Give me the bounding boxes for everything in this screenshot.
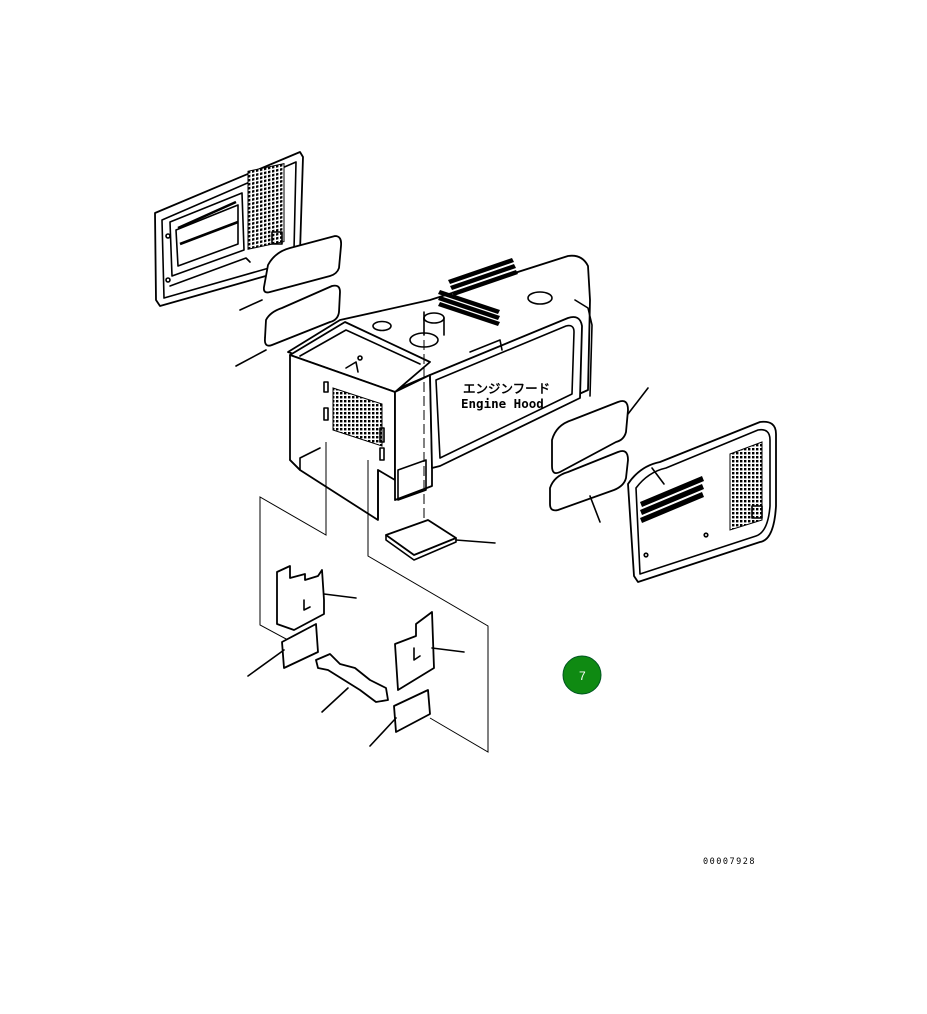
top-louver-front	[438, 290, 500, 326]
insulation-small-left	[247, 623, 319, 677]
right-side-door	[627, 420, 777, 583]
right-door-pad-upper	[551, 387, 649, 475]
top-louver-rear	[448, 258, 518, 296]
left-side-door	[154, 151, 304, 307]
insulation-pad-right	[394, 611, 465, 691]
part-name-japanese: エンジンフード	[463, 381, 550, 396]
floor-plate	[385, 519, 496, 561]
insulation-strip	[315, 653, 389, 713]
drawing-code: 00007928	[703, 857, 756, 867]
right-door-pad-lower	[549, 450, 629, 523]
lower-left-leader-lines	[259, 442, 489, 753]
badge-number[interactable]: 7	[579, 669, 586, 683]
insulation-pad-left	[276, 565, 357, 631]
part-name-english: Engine Hood	[461, 396, 544, 411]
left-door-pad-upper	[239, 235, 343, 311]
left-door-pad-lower	[235, 284, 341, 367]
item-number-badge[interactable]: 7	[562, 655, 602, 695]
badge-circle[interactable]	[562, 655, 602, 695]
insulation-small-right	[369, 689, 431, 747]
engine-hood-main-body	[287, 254, 593, 521]
